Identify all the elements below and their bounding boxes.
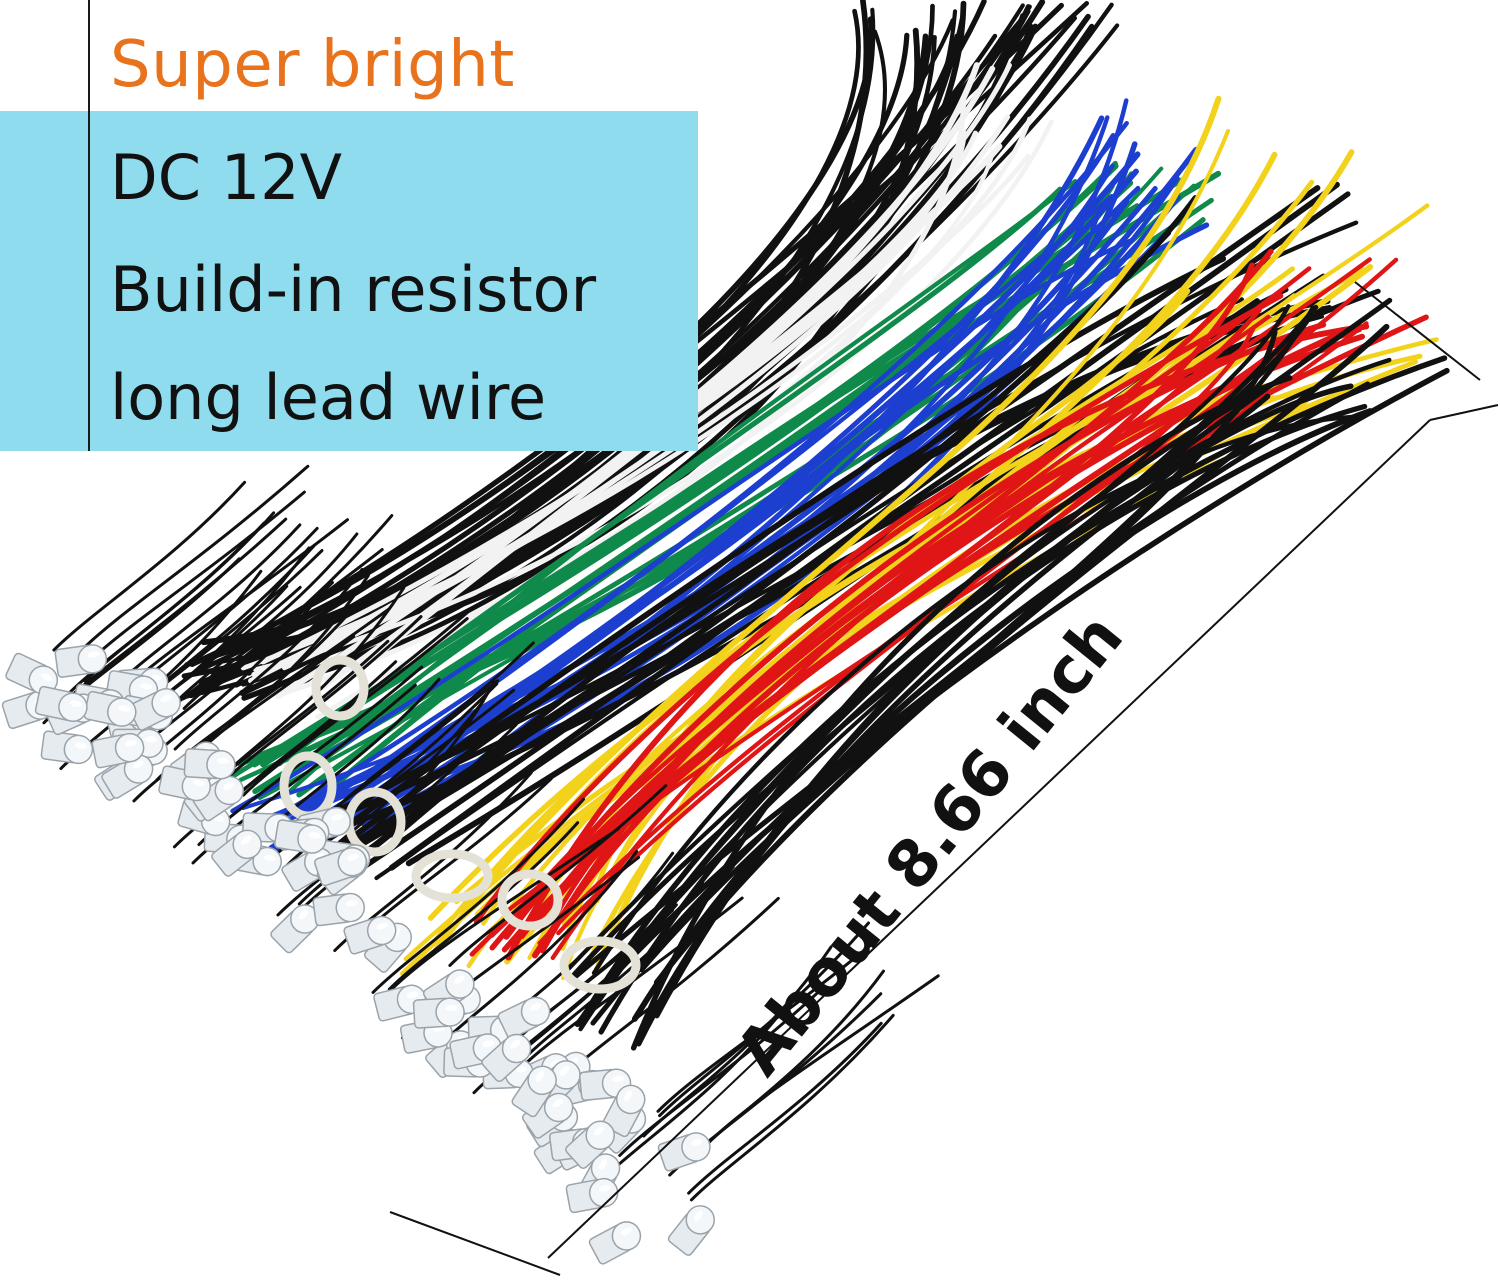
wire — [574, 392, 1257, 1027]
wire — [242, 617, 469, 797]
wire — [297, 736, 528, 906]
dimension-line — [547, 419, 1431, 1259]
led-bulb — [412, 997, 465, 1029]
dimension-tick-top — [1354, 281, 1481, 381]
led-bulb — [588, 1221, 642, 1265]
led-bulb — [274, 819, 327, 854]
wire — [689, 1013, 895, 1202]
twist-tie — [311, 655, 369, 721]
twist-tie — [497, 869, 563, 931]
wire — [209, 33, 929, 688]
spec-lead-wire: long lead wire — [110, 361, 547, 434]
wire — [576, 355, 1448, 1027]
wire — [262, 115, 1110, 832]
wire — [503, 321, 1327, 940]
led-bulb — [565, 1120, 615, 1170]
led-bulb — [211, 829, 262, 877]
wire — [52, 480, 247, 652]
led-bulb — [158, 765, 212, 802]
wire — [653, 323, 1390, 986]
wire — [687, 1021, 883, 1195]
led-bulb — [183, 748, 236, 780]
wire — [642, 945, 833, 1138]
wire — [473, 293, 1284, 924]
led-bulb — [565, 1177, 619, 1214]
guide-line — [88, 0, 90, 451]
led-bulb — [481, 1033, 532, 1083]
wire — [298, 722, 518, 913]
dimension-tick-bottom — [389, 1211, 561, 1276]
wire — [631, 408, 1374, 1022]
wire — [173, 532, 359, 705]
led-bulb — [497, 996, 551, 1040]
led-bulb — [312, 892, 365, 927]
led-bulb — [313, 846, 367, 887]
led-bulb — [128, 688, 181, 731]
wire — [173, 567, 364, 751]
spec-voltage: DC 12V — [110, 141, 343, 214]
wire — [80, 464, 310, 652]
wire — [318, 255, 1227, 847]
wire — [639, 305, 1316, 973]
wire — [515, 896, 744, 1074]
led-bulb — [343, 915, 397, 955]
led-bulb — [521, 1092, 574, 1139]
wire — [388, 827, 620, 993]
wire — [230, 237, 1135, 814]
led-bulb — [511, 1065, 557, 1118]
wire — [233, 608, 472, 801]
wire — [278, 96, 967, 697]
wire — [618, 987, 824, 1157]
led-bulb — [40, 730, 94, 765]
wire — [371, 797, 586, 994]
dimension-lines — [389, 281, 1499, 1276]
led-cluster — [1, 644, 715, 1265]
led-bulb — [34, 685, 88, 722]
led-bulb — [667, 1205, 715, 1256]
wire — [552, 266, 1312, 920]
led-bulb — [83, 690, 137, 727]
spec-panel — [0, 111, 698, 451]
led-bulb — [579, 1068, 632, 1101]
wire — [339, 297, 1244, 857]
led-bulb — [5, 652, 59, 695]
headline: Super bright — [110, 28, 515, 102]
led-bulb — [657, 1132, 711, 1172]
wire — [307, 62, 1012, 700]
led-bulb — [270, 904, 320, 954]
wire — [387, 821, 580, 991]
wire — [348, 195, 1199, 879]
twist-tie — [411, 849, 493, 903]
wire — [182, 514, 394, 710]
led-bulb — [373, 984, 427, 1022]
dimension-tail — [1429, 404, 1499, 421]
wire — [658, 921, 870, 1118]
wire — [448, 784, 668, 967]
led-bulb — [54, 644, 108, 678]
wire — [278, 121, 1129, 818]
wire — [276, 729, 494, 917]
led-bulb — [602, 1084, 646, 1138]
wire — [326, 641, 535, 817]
wire — [488, 262, 1255, 937]
twist-tie — [559, 936, 641, 994]
spec-resistor: Build-in resistor — [110, 253, 597, 326]
wire — [433, 95, 1222, 953]
led-bulb — [91, 732, 145, 769]
